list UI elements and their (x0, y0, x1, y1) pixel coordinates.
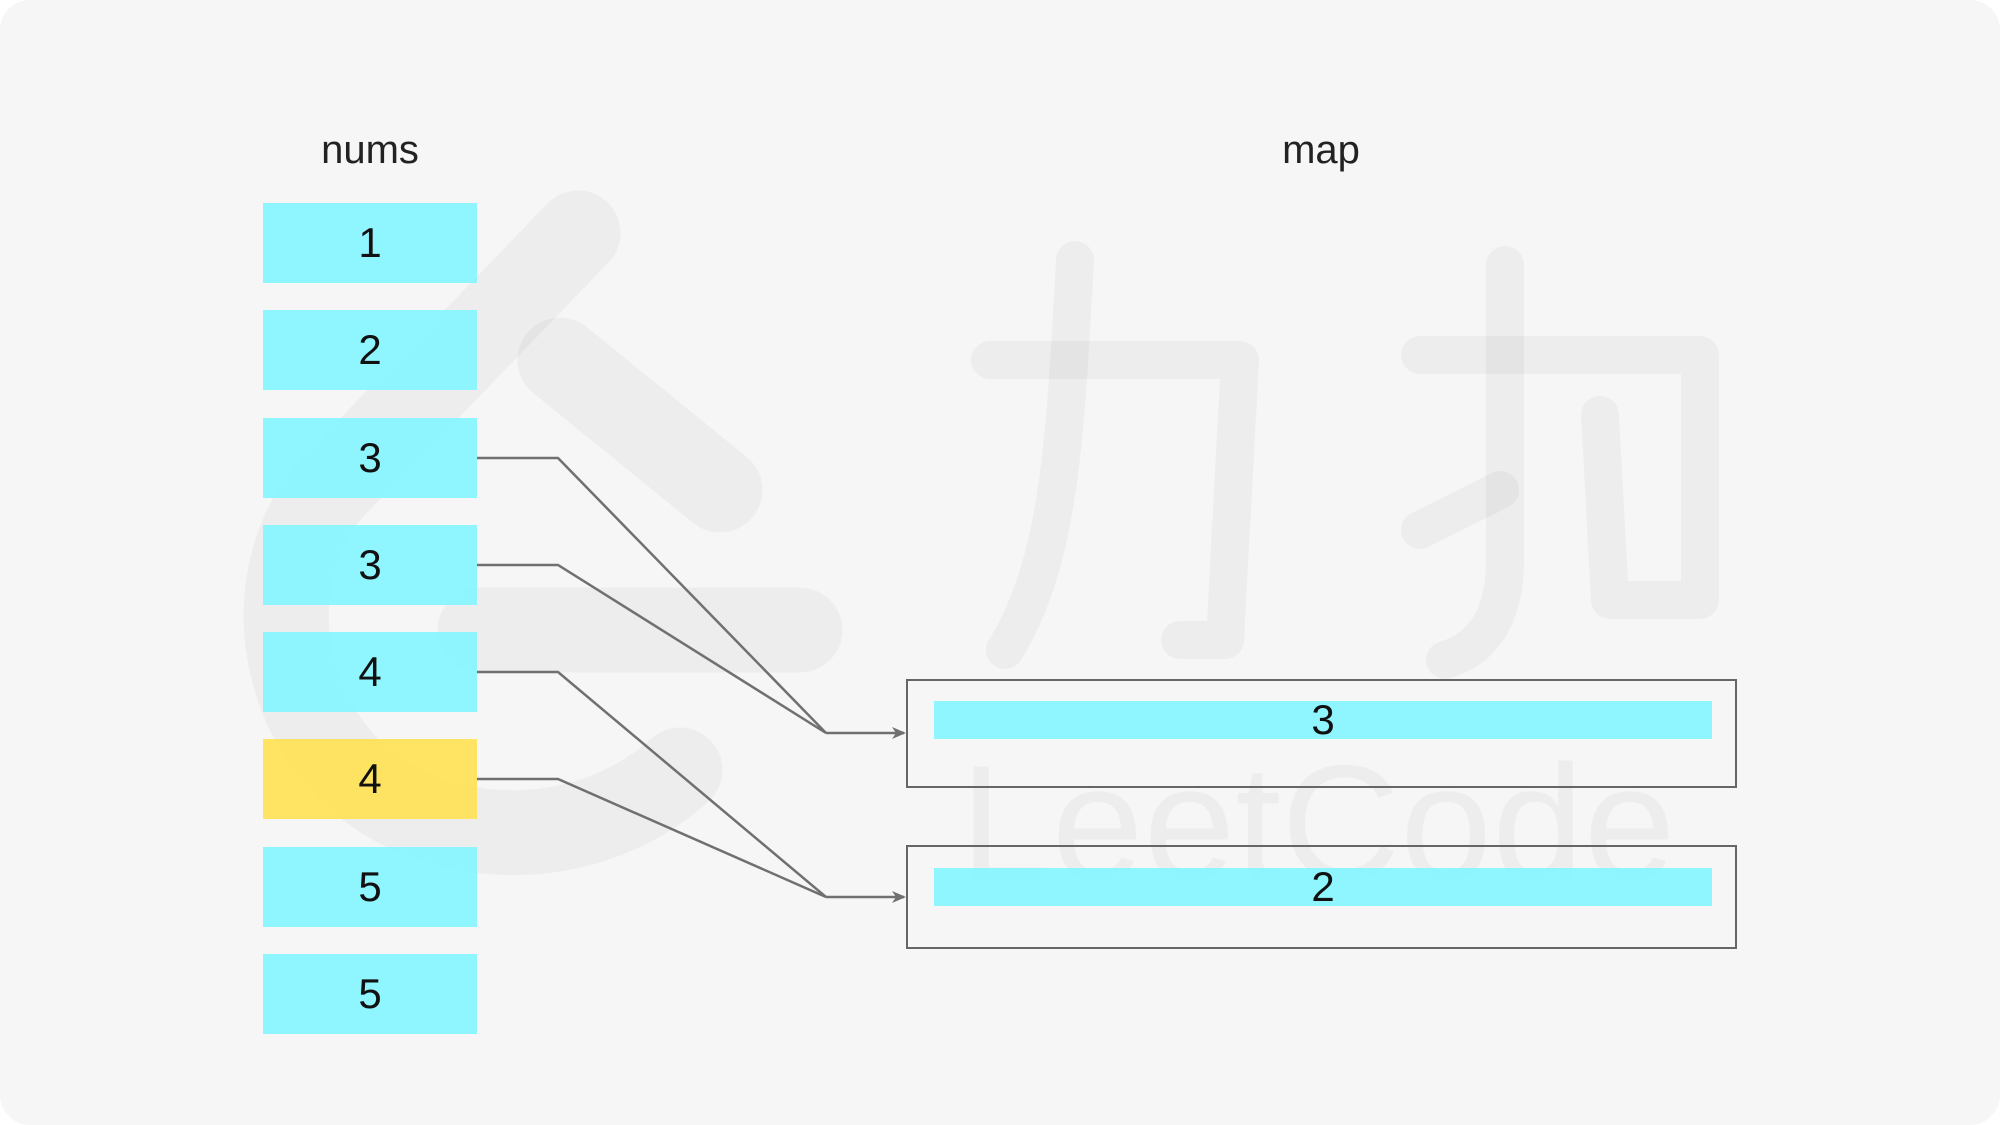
map-entry-value: 2 (934, 863, 1712, 910)
nums-cell: 2 (263, 310, 477, 390)
map-entry-value: 3 (934, 696, 1712, 743)
nums-cell-highlighted: 4 (263, 739, 477, 819)
map-entry: 2 (906, 845, 1737, 949)
nums-cell: 3 (263, 418, 477, 498)
connector-line (477, 563, 827, 735)
nums-cell: 1 (263, 203, 477, 283)
connector-line (477, 670, 827, 898)
map-title: map (1282, 128, 1360, 172)
nums-cell: 5 (263, 954, 477, 1034)
nums-cell: 4 (263, 632, 477, 712)
nums-cell: 5 (263, 847, 477, 927)
connector-line (477, 456, 827, 734)
connector-line (477, 777, 827, 899)
map-entry: 3 (906, 679, 1737, 788)
nums-cell: 3 (263, 525, 477, 605)
nums-title: nums (321, 128, 419, 172)
